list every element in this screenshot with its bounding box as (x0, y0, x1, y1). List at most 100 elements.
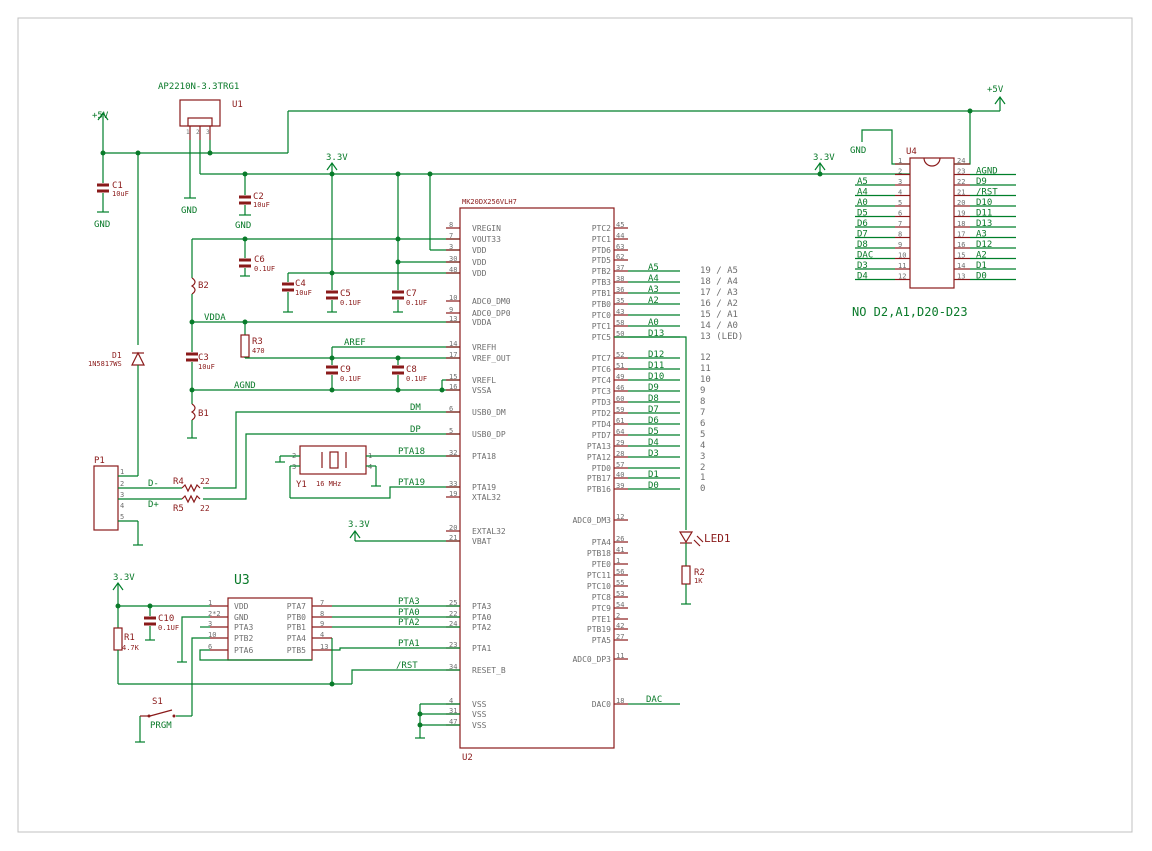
pta0-label: PTA0 (398, 608, 420, 618)
mcu-pin-name: XTAL32 (472, 493, 501, 502)
u3-pin-name: PTA4 (287, 634, 306, 643)
mcu-pin-name: VOUT33 (472, 235, 501, 244)
mcu-pin-number: 18 (616, 697, 624, 705)
u4-net-label: D10 (976, 198, 992, 208)
mcu-pin-number: 29 (616, 439, 624, 447)
mcu-pin-name: PTA1 (472, 644, 491, 653)
mcu-pin-name: VSS (472, 710, 487, 719)
mcu-pin-name: PTC6 (592, 365, 611, 374)
mcu-pin-number: 51 (616, 362, 624, 370)
u1-pin1: 1 (186, 129, 190, 136)
u4-pin-number: 5 (898, 199, 902, 207)
u4-pin-number: 2 (898, 168, 902, 176)
mcu-pin-name: PTE0 (592, 560, 611, 569)
mcu-pin-name: PTE1 (592, 615, 611, 624)
mcu-pin-name: EXTAL32 (472, 527, 506, 536)
mcu-pin-number: 59 (616, 406, 624, 414)
mcu-pin-name: PTC8 (592, 593, 611, 602)
arduino-pin-label: 13 (LED) (700, 332, 743, 342)
u4-net-label: AGND (976, 167, 998, 177)
mcu-pin-name: ADC0_DP0 (472, 309, 511, 318)
mcu-pin-name: VDDA (472, 318, 491, 327)
c4-value: 10uF (295, 289, 312, 297)
mcu-pin-number: 39 (616, 482, 624, 490)
mcu-pin-number: 56 (616, 568, 624, 576)
mcu-pin-number: 7 (449, 232, 453, 240)
mcu-net-label: A4 (648, 274, 659, 284)
mcu-pin-name: PTD3 (592, 398, 611, 407)
mcu-pin-number: 60 (616, 395, 624, 403)
arduino-pin-label: 4 (700, 441, 705, 451)
arduino-pin-label: 2 (700, 463, 705, 473)
u4-pin-number: 20 (957, 199, 965, 207)
arduino-pin-label: 5 (700, 430, 705, 440)
mcu-pin-name: VREFL (472, 376, 496, 385)
c9-name: C9 (340, 365, 351, 375)
pta2-label: PTA2 (398, 618, 420, 628)
u4-net-label: D7 (857, 230, 868, 240)
mcu-pin-number: 28 (616, 450, 624, 458)
y1-pin4: 4 (368, 463, 372, 471)
u3-pin-name: PTA6 (234, 646, 253, 655)
u4-pin-number: 3 (898, 178, 902, 186)
c8-name: C8 (406, 365, 417, 375)
analog-section: B2 C6 0.1UF C4 10uF C5 0.1UF (186, 174, 460, 439)
u3-pin-name: PTB5 (287, 646, 306, 655)
p1-body (93, 465, 119, 531)
y1-name: Y1 (296, 480, 307, 490)
mcu-pin-number: 57 (616, 461, 624, 469)
u3-pin-name: PTB2 (234, 634, 253, 643)
vdda-label: VDDA (204, 313, 226, 323)
c10-name: C10 (158, 614, 174, 624)
mcu-pin-name: PTB17 (587, 474, 611, 483)
mcu-pin-name: VSS (472, 700, 487, 709)
mcu-net-label: D4 (648, 438, 659, 448)
d1-value: 1N5817WS (88, 360, 122, 368)
agnd-label: AGND (234, 381, 256, 391)
mcu-net-label: D3 (648, 449, 659, 459)
arduino-pin-label: 16 / A2 (700, 299, 738, 309)
mcu-pin-number: 14 (449, 340, 457, 348)
mcu-pin-name: PTB16 (587, 485, 611, 494)
u4-net-label: D8 (857, 240, 868, 250)
mcu-pin-name: PTD0 (592, 464, 611, 473)
mcu-pin-number: 64 (616, 428, 624, 436)
mcu-pin-number: 9 (449, 306, 453, 314)
mcu-pin-name: ADC0_DM3 (572, 516, 611, 525)
u3-pin-name: VDD (234, 602, 249, 611)
mcu-pin-number: 17 (449, 351, 457, 359)
mcu-pin-name: PTB3 (592, 278, 611, 287)
mcu-pin-name: PTB0 (592, 300, 611, 309)
u4-pin-number: 14 (957, 262, 965, 270)
dm-label: DM (410, 403, 421, 413)
u4-pin-number: 15 (957, 252, 965, 260)
u3-pin-name: PTA7 (287, 602, 306, 611)
mcu-pin-number: 43 (616, 308, 624, 316)
mcu-net-label: A0 (648, 318, 659, 328)
u4-pin-number: 24 (957, 157, 965, 165)
u4-pin-number: 16 (957, 241, 965, 249)
mcu-pin-name: PTB18 (587, 549, 611, 558)
c5-name: C5 (340, 289, 351, 299)
p1-name: P1 (94, 456, 105, 466)
b1-name: B1 (198, 409, 209, 419)
mcu-pin-name: VREFH (472, 343, 496, 352)
r5-name: R5 (173, 504, 184, 514)
u3-pin-name: GND (234, 613, 249, 622)
mcu-pin-number: 35 (616, 297, 624, 305)
u4-pin-number: 12 (898, 273, 906, 281)
u4-pin-number: 8 (898, 231, 902, 239)
p1-pin4: 4 (120, 502, 124, 510)
u4-note: NO D2,A1,D20-D23 (852, 305, 968, 319)
u4-pin-number: 7 (898, 220, 902, 228)
u3-pin-name: PTB1 (287, 623, 306, 632)
pta19-label: PTA19 (398, 478, 425, 488)
mcu-pin-name: PTA19 (472, 483, 496, 492)
pta18-label: PTA18 (398, 447, 425, 457)
u4-net-label: /RST (976, 188, 998, 198)
arduino-pin-label: 15 / A1 (700, 310, 738, 320)
arduino-pin-label: 3 (700, 452, 705, 462)
mcu-pin-number: 15 (449, 373, 457, 381)
arduino-pin-label: 10 (700, 375, 711, 385)
